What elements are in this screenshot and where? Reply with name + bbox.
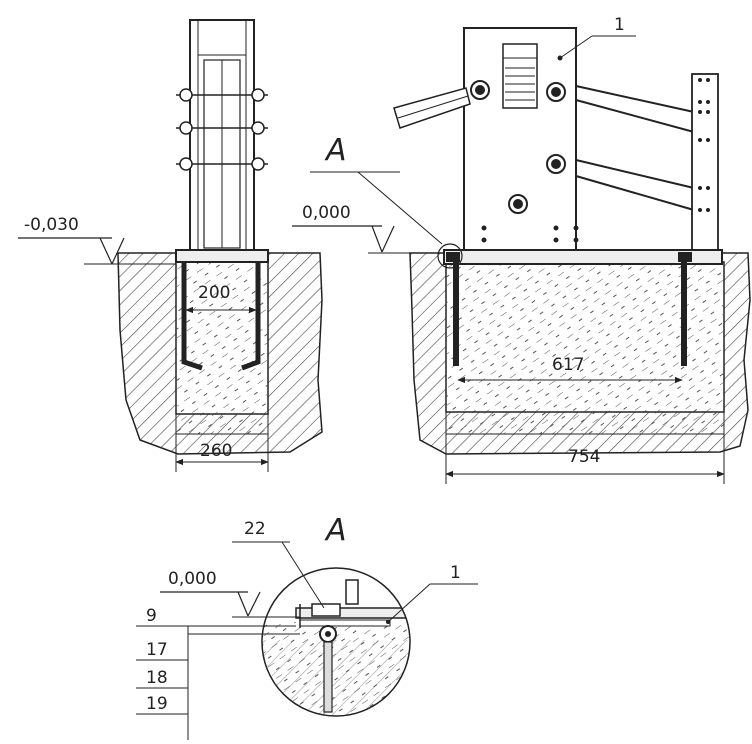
front-outer-width: 754 (568, 447, 600, 467)
side-footing-base (175, 413, 269, 435)
side-arm (393, 87, 471, 129)
right-post (691, 73, 719, 253)
detail-part-1: 1 (450, 563, 461, 583)
detail-circle-outline (261, 567, 411, 717)
stack-label-9: 9 (146, 606, 157, 626)
front-base-frame (443, 249, 723, 265)
stack-table (136, 625, 300, 740)
cabinet-flanges (470, 80, 566, 214)
detail-circle (437, 243, 463, 269)
stack-label-19: 19 (146, 694, 168, 714)
side-outer-width: 260 (200, 441, 232, 461)
position-label: 1 (614, 15, 625, 35)
front-view: 1 A 0,000 617 754 (292, 15, 751, 484)
side-level-label: -0,030 (24, 215, 79, 235)
stack-label-18: 18 (146, 668, 168, 688)
side-inner-width: 200 (198, 283, 230, 303)
side-anchor-left (181, 262, 203, 371)
detail-title: A (324, 513, 347, 548)
side-view: -0,030 200 260 (18, 19, 323, 472)
detail-reference-label: A (324, 133, 347, 168)
side-base-plate (175, 249, 269, 263)
detail-part-22: 22 (244, 519, 266, 539)
cables (575, 85, 695, 211)
front-inner-width: 617 (552, 355, 584, 375)
side-bolts (176, 88, 268, 171)
stack-label-17: 17 (146, 640, 168, 660)
side-anchor-right (241, 262, 261, 371)
detail-level-label: 0,000 (168, 569, 217, 589)
detail-a: A 22 1 0,000 (136, 513, 478, 740)
front-level-label: 0,000 (302, 203, 351, 223)
